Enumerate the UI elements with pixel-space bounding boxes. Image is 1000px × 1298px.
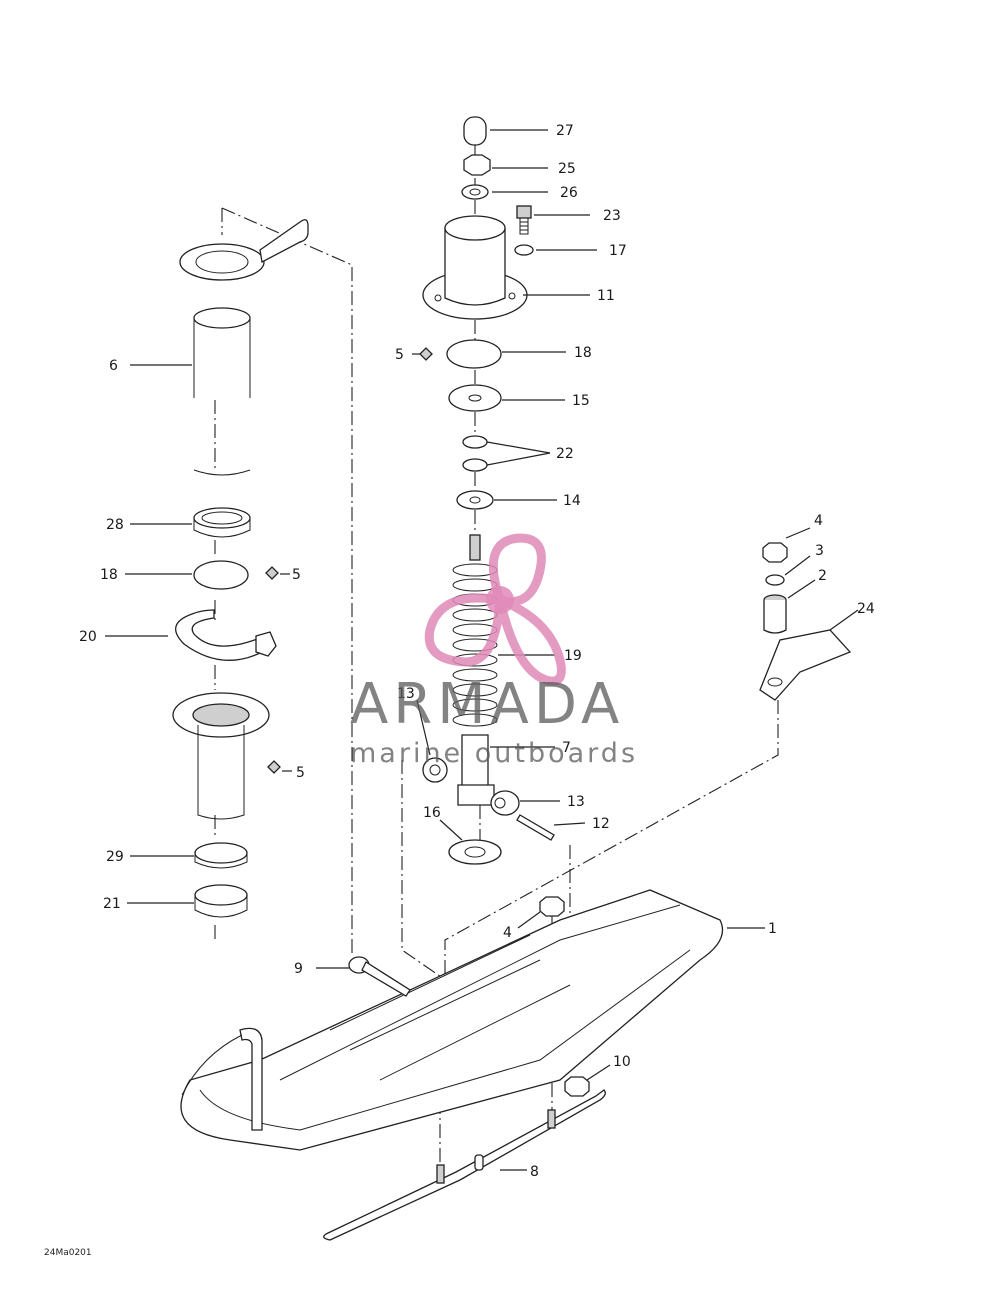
callout-5-left-lower: 5	[296, 765, 305, 781]
callout-2: 2	[818, 568, 827, 584]
callout-11: 11	[597, 288, 615, 304]
callout-9: 9	[294, 961, 303, 977]
callout-28: 28	[106, 517, 124, 533]
part-6-tube	[179, 219, 309, 476]
callout-18-left: 18	[100, 567, 118, 583]
part-18-o-ring-center	[446, 339, 502, 369]
callout-7: 7	[562, 740, 571, 756]
part-18-o-ring-left	[193, 560, 249, 590]
part-16-washer	[448, 839, 502, 865]
callout-18: 18	[574, 345, 592, 361]
part-2-spacer	[763, 594, 787, 634]
part-28-bearing-ring	[193, 507, 251, 538]
drawing-code: 24Ma0201	[44, 1248, 92, 1258]
callout-8: 8	[530, 1164, 539, 1180]
callout-27: 27	[556, 123, 574, 139]
callout-5: 5	[395, 347, 404, 363]
callout-6: 6	[109, 358, 118, 374]
part-housing-flange	[172, 692, 270, 820]
callout-13-right: 13	[567, 794, 585, 810]
callout-24: 24	[857, 601, 875, 617]
part-14-washer	[456, 490, 494, 510]
part-20-retaining-ring	[175, 609, 277, 661]
callout-25: 25	[558, 161, 576, 177]
part-10-nut	[564, 1076, 590, 1097]
callout-26: 26	[560, 185, 578, 201]
part-25-nut	[463, 154, 491, 176]
part-21-ring	[194, 884, 248, 918]
callout-4-upper: 4	[814, 513, 823, 529]
callout-15: 15	[572, 393, 590, 409]
callout-22: 22	[556, 446, 574, 462]
callout-labels: 27 25 26 23 17 11 5 18 15 22 14 19 7 13 …	[79, 123, 875, 1180]
callout-16: 16	[423, 805, 441, 821]
callout-21: 21	[103, 896, 121, 912]
part-13-bushing-right	[490, 790, 520, 816]
part-26-washer	[461, 184, 489, 200]
part-12-pin	[516, 814, 555, 841]
callout-14: 14	[563, 493, 581, 509]
callout-12: 12	[592, 816, 610, 832]
callout-1: 1	[768, 921, 777, 937]
callout-10: 10	[613, 1054, 631, 1070]
part-17-washer	[514, 244, 534, 256]
part-3-washer	[765, 574, 785, 586]
part-1-ski	[180, 889, 724, 1151]
part-4-nut-upper	[762, 542, 788, 563]
callout-3: 3	[815, 543, 824, 559]
grease-fitting-icon	[265, 347, 433, 774]
part-24-bracket	[759, 629, 852, 701]
watermark-brand: ARMADA	[350, 672, 625, 737]
callout-23: 23	[603, 208, 621, 224]
part-9-bolt	[348, 956, 411, 997]
watermark-tagline: marine outboards	[350, 738, 639, 769]
part-4-nut-lower	[539, 896, 565, 917]
callout-17: 17	[609, 243, 627, 259]
part-11-top-mount	[422, 215, 528, 320]
callout-20: 20	[79, 629, 97, 645]
callout-29: 29	[106, 849, 124, 865]
part-8-runner	[323, 1089, 606, 1241]
part-15-plate	[448, 384, 502, 412]
part-22-washers	[462, 435, 488, 472]
part-29-ring	[194, 842, 248, 869]
callout-4-lower: 4	[503, 925, 512, 941]
part-13-bushing-left	[422, 757, 448, 783]
part-27-cap	[463, 116, 487, 146]
callout-13-left: 13	[397, 686, 415, 702]
armada-propeller-logo-icon	[424, 533, 566, 686]
callout-19: 19	[564, 648, 582, 664]
part-23-screw	[516, 205, 532, 235]
leader-lines	[105, 129, 859, 1171]
callout-5-left-upper: 5	[292, 567, 301, 583]
